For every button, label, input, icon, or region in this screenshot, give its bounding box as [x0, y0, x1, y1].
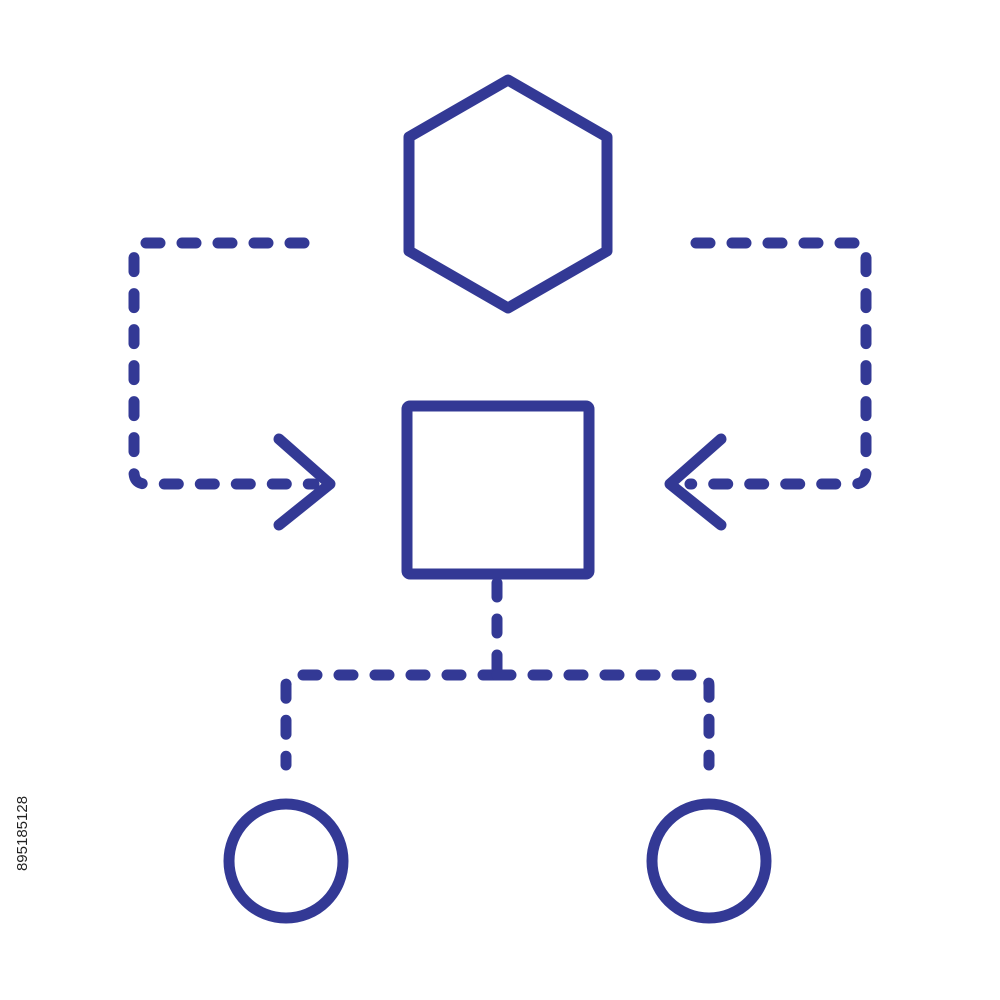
circle-node-right	[646, 798, 772, 924]
dashed-connector-left	[128, 237, 320, 490]
circle-node-left	[223, 798, 349, 924]
hexagon-node	[403, 74, 613, 314]
watermark-id-text: 895185128	[12, 768, 34, 898]
arrowhead-left	[273, 433, 336, 531]
dashed-connector-branch-right	[491, 669, 715, 771]
square-node	[401, 400, 595, 580]
dashed-connector-right	[684, 237, 872, 490]
arrowhead-right	[664, 433, 727, 531]
watermark-id-label: 895185128	[14, 795, 32, 871]
dashed-connector-branch-left	[280, 669, 503, 771]
